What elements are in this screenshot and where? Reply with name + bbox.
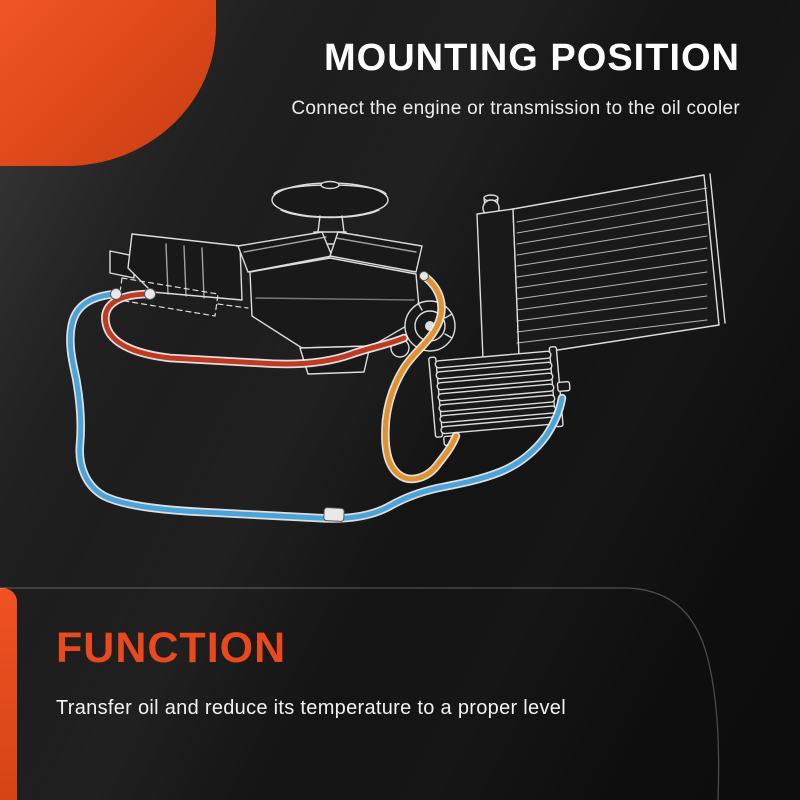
orange-left-bar-decoration	[0, 588, 17, 800]
oil-cooler-drawing	[428, 345, 571, 447]
hose-red-engine-line	[101, 289, 409, 369]
function-heading: FUNCTION	[56, 624, 287, 672]
function-description: Transfer oil and reduce its temperature …	[56, 697, 566, 720]
engine-oil-cooler-illustration	[66, 173, 726, 523]
orange-corner-decoration	[0, 0, 216, 166]
page-title: MOUNTING POSITION	[324, 37, 740, 79]
dashed-fitting-outline	[118, 277, 249, 317]
hose-orange-feed-line	[381, 271, 461, 484]
transmission-drawing	[109, 233, 243, 301]
page-subtitle: Connect the engine or transmission to th…	[291, 97, 740, 119]
header: MOUNTING POSITION Connect the engine or …	[291, 37, 740, 120]
hose-blue-return-line	[66, 289, 567, 523]
radiator-drawing	[476, 173, 726, 360]
function-section: FUNCTION Transfer oil and reduce its tem…	[56, 624, 566, 720]
hose-fittings	[110, 271, 429, 522]
engine-drawing	[237, 180, 456, 375]
